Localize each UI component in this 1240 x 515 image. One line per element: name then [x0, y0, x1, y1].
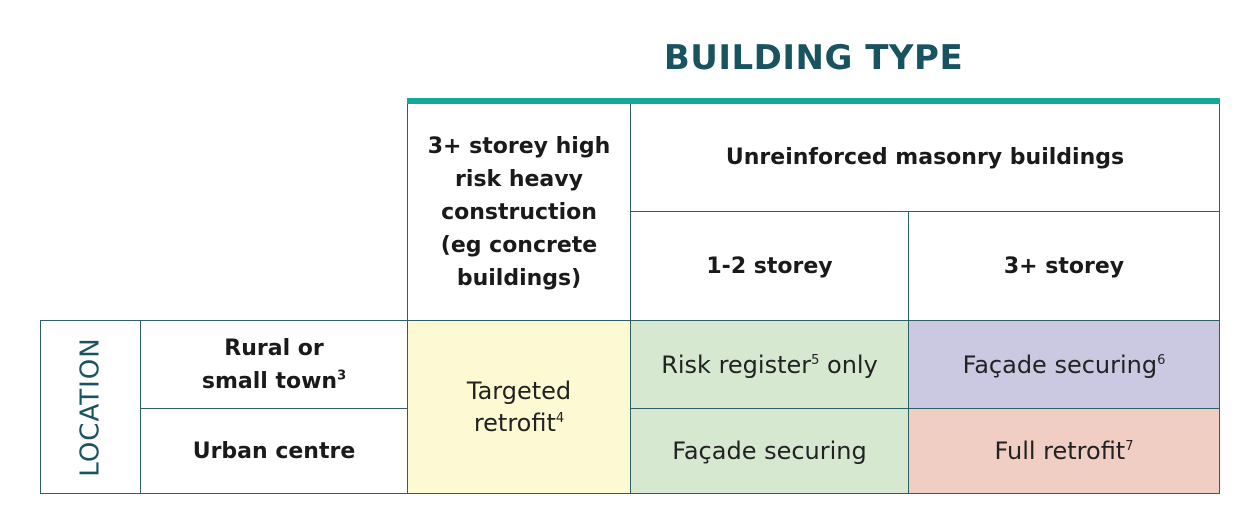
targeted-retrofit-text: Targeted retrofit4	[466, 377, 572, 437]
facade-urban-text: Façade securing	[672, 437, 867, 465]
header-urm-3-storey: 3+ storey	[908, 211, 1220, 321]
row-rural-label: Rural or small town3	[201, 335, 347, 394]
cell-risk-register: Risk register5 only	[630, 320, 909, 409]
risk-register-text: Risk register5 only	[661, 350, 878, 379]
header-urm-text: Unreinforced masonry buildings	[725, 145, 1125, 170]
header-urm-group: Unreinforced masonry buildings	[630, 104, 1220, 212]
title-accent-bar	[407, 98, 1220, 104]
location-label-cell: LOCATION	[40, 320, 141, 494]
cell-facade-securing-rural: Façade securing6	[908, 320, 1220, 409]
building-type-title: BUILDING TYPE	[663, 38, 964, 78]
cell-full-retrofit: Full retrofit7	[908, 408, 1220, 494]
row-urban-label: Urban centre	[192, 438, 356, 464]
cell-targeted-retrofit: Targeted retrofit4	[407, 320, 631, 494]
facade-rural-text: Façade securing6	[962, 350, 1166, 379]
header-urm-low-text: 1-2 storey	[706, 253, 833, 279]
header-heavy-text: 3+ storey high risk heavy construction (…	[427, 133, 611, 291]
row-rural-small-town: Rural or small town3	[140, 320, 408, 409]
full-retrofit-text: Full retrofit7	[994, 437, 1134, 465]
cell-facade-securing-urban: Façade securing	[630, 408, 909, 494]
location-label: LOCATION	[75, 337, 106, 477]
header-urm-high-text: 3+ storey	[1003, 253, 1125, 279]
header-heavy-construction: 3+ storey high risk heavy construction (…	[407, 104, 631, 321]
row-urban-centre: Urban centre	[140, 408, 408, 494]
header-urm-1-2-storey: 1-2 storey	[630, 211, 909, 321]
